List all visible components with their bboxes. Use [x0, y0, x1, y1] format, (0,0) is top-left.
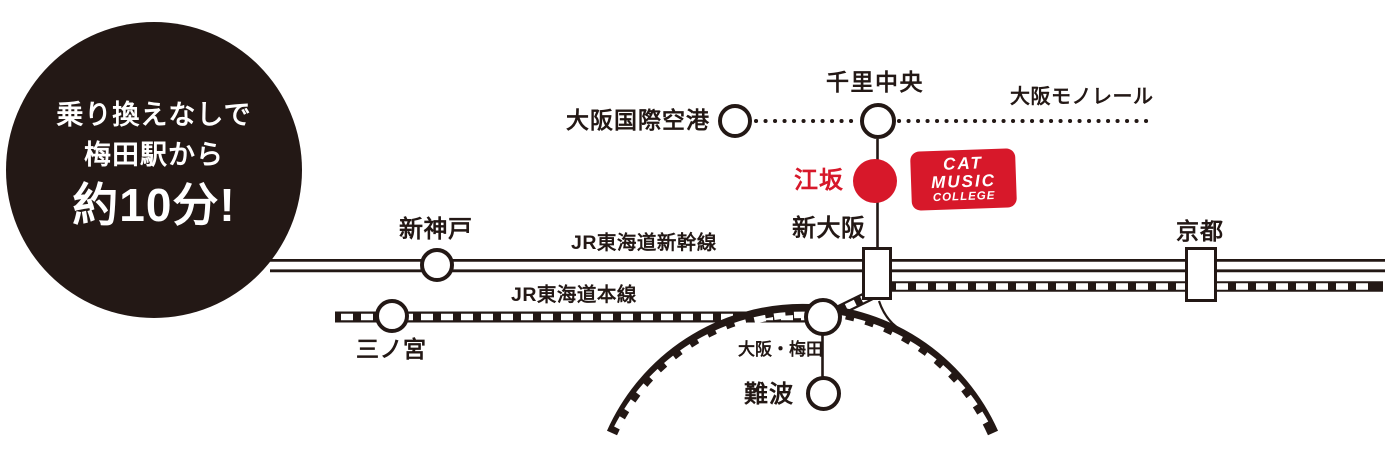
- promo-badge: 乗り換えなしで 梅田駅から 約10分!: [6, 22, 302, 318]
- promo-line-2: 梅田駅から: [84, 140, 224, 170]
- cat-music-college-logo: CAT MUSIC COLLEGE: [910, 148, 1017, 211]
- station-marker-shin-osaka: [862, 247, 892, 300]
- station-marker-kyoto: [1185, 247, 1217, 302]
- label-shin-osaka: 新大阪: [792, 215, 866, 242]
- label-tokaido-main-line: JR東海道本線: [511, 284, 637, 306]
- promo-line-1: 乗り換えなしで: [56, 100, 252, 130]
- promo-line-3: 約10分!: [72, 179, 236, 231]
- label-namba: 難波: [744, 381, 794, 408]
- label-osaka-umeda: 大阪・梅田: [738, 340, 823, 359]
- station-marker-senri-chuo: [860, 103, 896, 139]
- station-marker-shin-kobe: [420, 248, 454, 282]
- station-marker-osaka-airport: [718, 104, 752, 138]
- station-marker-osaka-umeda: [804, 298, 842, 336]
- station-marker-esaka: [853, 159, 897, 203]
- label-senri-chuo: 千里中央: [826, 69, 924, 95]
- logo-line-music: MUSIC: [930, 170, 997, 193]
- label-shin-kobe: 新神戸: [399, 216, 473, 243]
- shinosaka-loop-connector: [877, 300, 908, 335]
- label-kyoto: 京都: [1176, 218, 1224, 244]
- loop-line-dashes: [614, 311, 991, 430]
- logo-line-college: COLLEGE: [932, 189, 996, 205]
- label-monorail-line: 大阪モノレール: [1010, 86, 1154, 108]
- label-esaka: 江坂: [794, 167, 844, 194]
- loop-line-band: [606, 303, 999, 436]
- label-sannomiya: 三ノ宮: [356, 336, 427, 362]
- label-shinkansen-line: JR東海道新幹線: [571, 232, 717, 254]
- label-osaka-airport: 大阪国際空港: [566, 107, 710, 133]
- station-marker-namba: [806, 376, 841, 411]
- station-marker-sannomiya: [375, 299, 409, 333]
